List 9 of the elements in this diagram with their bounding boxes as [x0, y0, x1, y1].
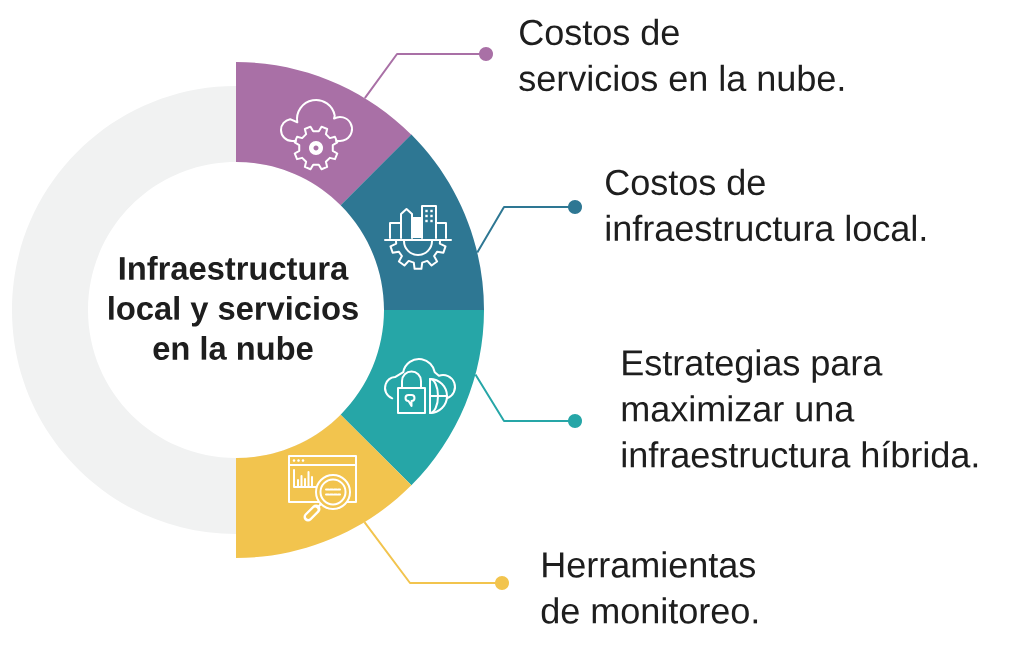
- leader-line: [476, 200, 582, 254]
- callout-text: Herramientas de monitoreo.: [541, 551, 758, 624]
- callout-text: Costos de servicios en la nube.: [519, 18, 844, 92]
- leader-line: [363, 521, 509, 590]
- leader-line: [363, 47, 493, 100]
- callout-text: Costos de infraestructura local.: [606, 168, 926, 242]
- leader-line: [474, 373, 582, 428]
- callout-text: Estrategias para maximizar una infraestructura híbrida.: [622, 349, 978, 468]
- center-label: Infraestructura local y servicios en la nube: [109, 256, 358, 360]
